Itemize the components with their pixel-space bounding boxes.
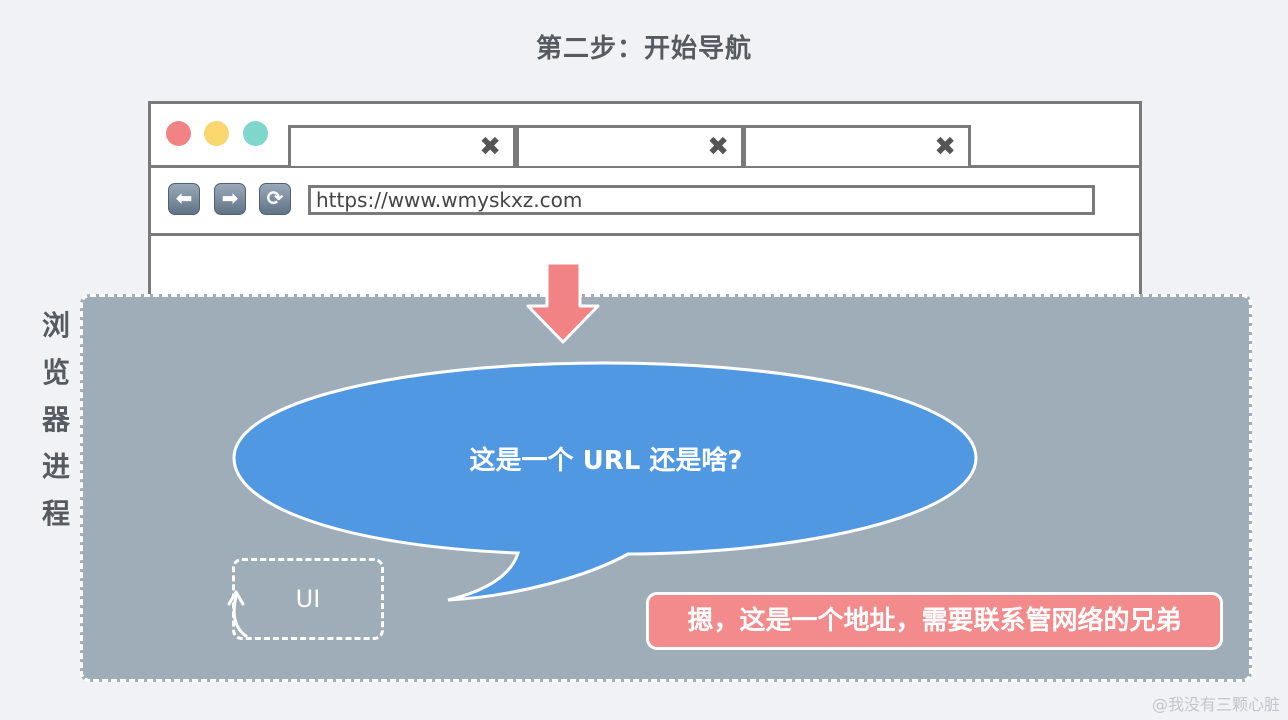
minimize-window-dot[interactable] (204, 121, 229, 146)
browser-tab[interactable]: ✖ (516, 125, 744, 166)
browser-tab[interactable]: ✖ (743, 125, 971, 166)
close-icon[interactable]: ✖ (707, 132, 729, 162)
process-label-char: 器 (41, 403, 70, 436)
ui-thread-box: UI (232, 558, 384, 640)
close-icon[interactable]: ✖ (479, 132, 501, 162)
process-label-char: 程 (41, 497, 70, 530)
curved-arrow-head-icon (227, 590, 245, 606)
speech-bubble (232, 361, 978, 602)
watermark: @我没有三颗心脏 (1151, 695, 1280, 714)
note-callout: 摁，这是一个地址，需要联系管网络的兄弟 (646, 592, 1223, 650)
reload-icon[interactable]: ⟳ (259, 183, 291, 215)
process-label-char: 进 (41, 450, 70, 483)
diagram-title: 第二步：开始导航 (535, 34, 752, 64)
process-label-char: 览 (41, 356, 70, 389)
back-arrow-icon[interactable]: ⬅ (168, 183, 200, 215)
browser-tab[interactable]: ✖ (288, 125, 516, 166)
close-window-dot[interactable] (166, 121, 191, 146)
tab-bar: ✖ ✖ ✖ (151, 104, 1139, 168)
down-arrow-icon (526, 261, 600, 344)
speech-bubble-text: 这是一个 URL 还是啥? (469, 446, 743, 476)
close-icon[interactable]: ✖ (934, 132, 956, 162)
maximize-window-dot[interactable] (243, 121, 268, 146)
browser-window: ✖ ✖ ✖ ⬅ ➡ ⟳ https://www.wmyskxz.com (148, 101, 1142, 301)
process-label-char: 浏 (41, 309, 70, 342)
process-label: 浏 览 器 进 程 (36, 302, 76, 537)
forward-arrow-icon[interactable]: ➡ (214, 183, 246, 215)
address-bar[interactable]: https://www.wmyskxz.com (308, 185, 1095, 215)
navigation-bar: ⬅ ➡ ⟳ https://www.wmyskxz.com (151, 168, 1139, 236)
